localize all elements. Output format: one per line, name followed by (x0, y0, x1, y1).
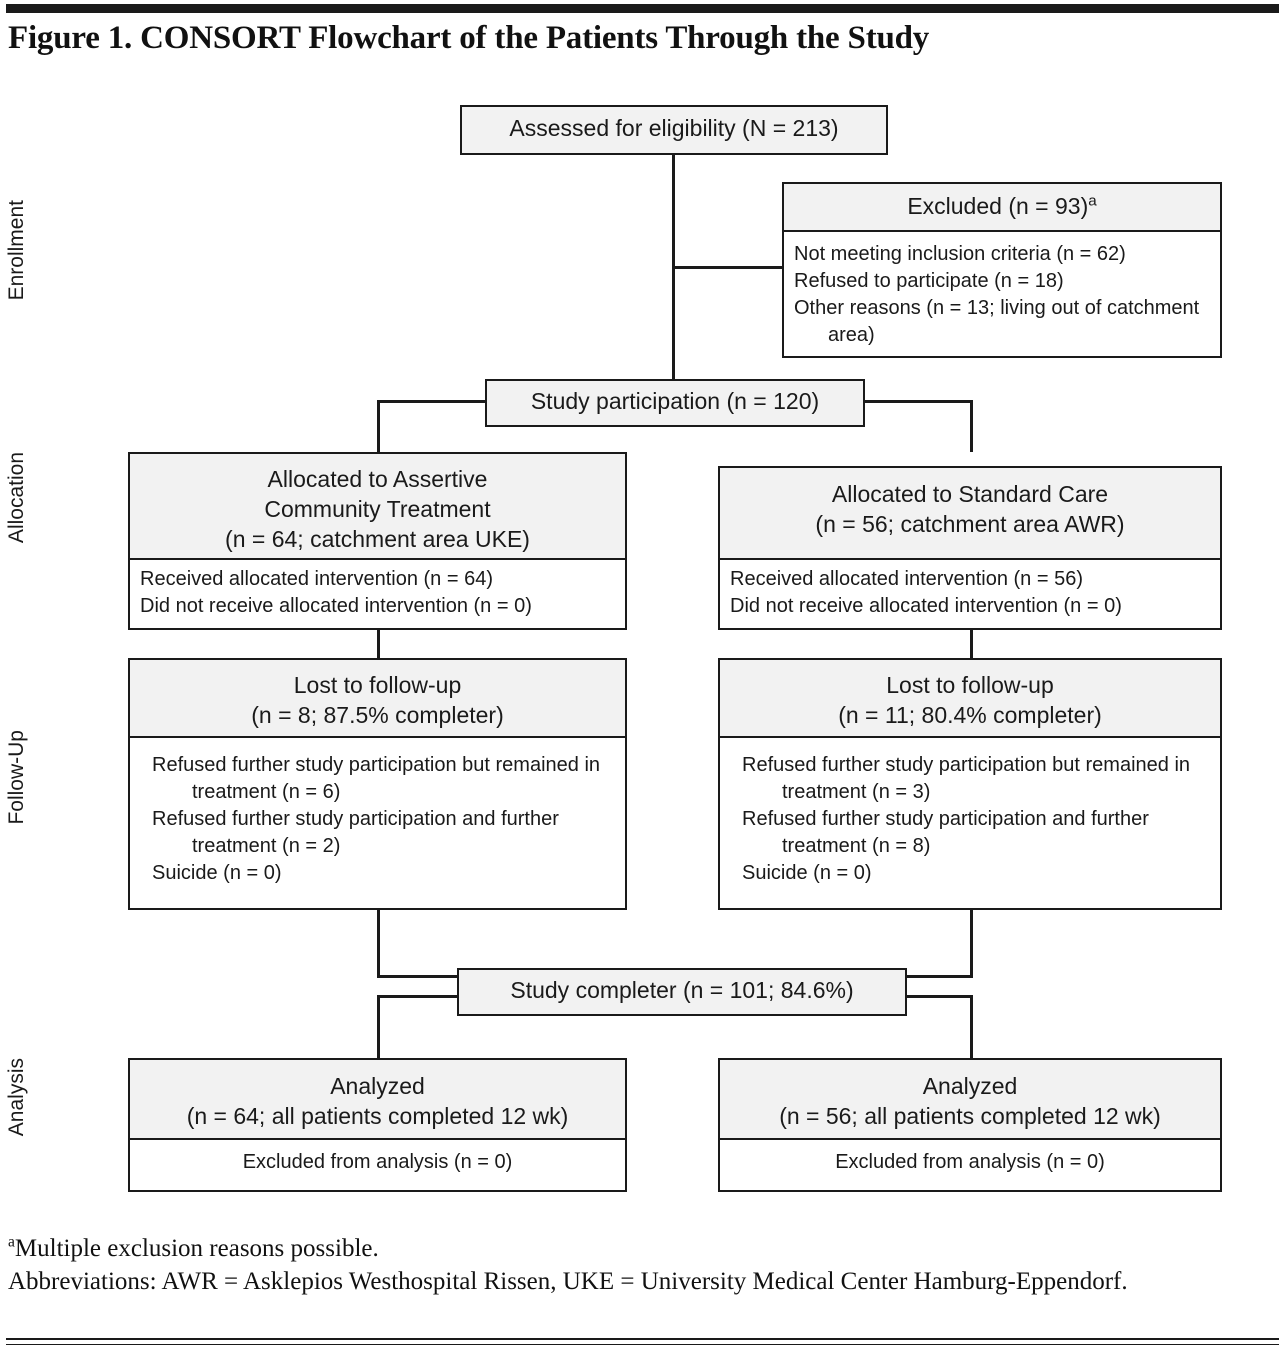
lost-sc-header-line-2: (n = 11; 80.4% completer) (838, 702, 1102, 728)
connector-participation-left-h (377, 400, 487, 403)
page-title: Figure 1. CONSORT Flowchart of the Patie… (8, 20, 930, 56)
lost-act-reason-3: Suicide (n = 0) (152, 862, 282, 884)
footnote-1-marker: a (8, 1233, 15, 1251)
node-excluded: Excluded (n = 93)a Not meeting inclusion… (782, 182, 1222, 358)
lost-act-reason-2: Refused further study participation and … (152, 808, 559, 857)
node-analyzed-sc-header: Analyzed (n = 56; all patients completed… (720, 1060, 1220, 1140)
node-lost-followup-sc: Lost to follow-up (n = 11; 80.4% complet… (718, 658, 1222, 910)
stage-label-analysis-text: Analysis (5, 1058, 28, 1137)
node-analyzed-act: Analyzed (n = 64; all patients completed… (128, 1058, 627, 1192)
node-lost-sc-header: Lost to follow-up (n = 11; 80.4% complet… (720, 660, 1220, 738)
node-allocated-act-header: Allocated to Assertive Community Treatme… (130, 454, 625, 560)
node-assessed-for-eligibility: Assessed for eligibility (N = 213) (460, 105, 888, 155)
bottom-rule (6, 1338, 1279, 1345)
node-excluded-body: Not meeting inclusion criteria (n = 62) … (784, 232, 1220, 356)
connector-alloc-sc-to-lost-sc (970, 630, 973, 660)
connector-participation-left-v (377, 400, 380, 452)
analyzed-sc-header-line-1: Analyzed (922, 1073, 1018, 1099)
connector-completer-left-v (377, 995, 380, 1058)
node-study-completer-header: Study completer (n = 101; 84.6%) (459, 970, 905, 1014)
allocated-act-header-line-1: Allocated to Assertive (267, 466, 488, 492)
allocated-act-body-line-2: Did not receive allocated intervention (… (140, 595, 532, 617)
allocated-sc-body-line-1: Received allocated intervention (n = 56) (730, 568, 1083, 590)
stage-label-enrollment: Enrollment (0, 200, 34, 368)
node-assessed-header: Assessed for eligibility (N = 213) (462, 107, 886, 153)
node-lost-act-header: Lost to follow-up (n = 8; 87.5% complete… (130, 660, 625, 738)
node-allocated-sc-body: Received allocated intervention (n = 56)… (720, 560, 1220, 628)
node-allocated-sc-header: Allocated to Standard Care (n = 56; catc… (720, 468, 1220, 560)
connector-lost-sc-down (970, 910, 973, 978)
node-lost-followup-act: Lost to follow-up (n = 8; 87.5% complete… (128, 658, 627, 910)
connector-assessed-to-excluded (672, 266, 784, 269)
lost-sc-reason-2: Refused further study participation and … (742, 808, 1149, 857)
footnote-1: aMultiple exclusion reasons possible. (8, 1232, 1258, 1265)
top-rule (6, 4, 1279, 13)
node-analyzed-act-header: Analyzed (n = 64; all patients completed… (130, 1060, 625, 1140)
stage-label-followup-text: Follow-Up (5, 730, 28, 825)
lost-sc-reason-1: Refused further study participation but … (742, 754, 1191, 803)
footnotes: aMultiple exclusion reasons possible. Ab… (8, 1232, 1258, 1298)
connector-completer-right-v (970, 995, 973, 1058)
connector-lost-act-down (377, 910, 380, 978)
footnote-marker-a: a (1088, 192, 1097, 210)
stage-label-followup: Follow-Up (0, 730, 34, 912)
analyzed-sc-header-line-2: (n = 56; all patients completed 12 wk) (779, 1103, 1161, 1129)
analyzed-act-header-line-1: Analyzed (330, 1073, 425, 1099)
connector-alloc-act-to-lost-act (377, 630, 380, 660)
node-study-participation: Study participation (n = 120) (485, 379, 865, 427)
connector-lost-act-to-completer (377, 975, 487, 978)
analyzed-act-header-line-2: (n = 64; all patients completed 12 wk) (186, 1103, 569, 1129)
connector-completer-right-h (863, 995, 973, 998)
allocated-sc-body-line-2: Did not receive allocated intervention (… (730, 595, 1122, 617)
node-analyzed-act-body: Excluded from analysis (n = 0) (130, 1140, 625, 1190)
lost-sc-reason-3: Suicide (n = 0) (742, 862, 872, 884)
allocated-act-header-line-2: Community Treatment (264, 496, 491, 522)
stage-label-allocation: Allocation (0, 452, 34, 632)
node-analyzed-sc-body: Excluded from analysis (n = 0) (720, 1140, 1220, 1190)
node-analyzed-sc: Analyzed (n = 56; all patients completed… (718, 1058, 1222, 1192)
node-excluded-header-text: Excluded (n = 93) (907, 193, 1089, 219)
excluded-reason-2: Refused to participate (n = 18) (794, 270, 1064, 292)
lost-act-reason-1: Refused further study participation but … (152, 754, 601, 803)
allocated-act-header-line-3: (n = 64; catchment area UKE) (225, 526, 530, 552)
lost-act-header-line-1: Lost to follow-up (293, 672, 462, 698)
allocated-sc-header-line-1: Allocated to Standard Care (831, 481, 1109, 507)
node-lost-act-body: Refused further study participation but … (130, 738, 625, 908)
lost-sc-header-line-1: Lost to follow-up (886, 672, 1054, 698)
excluded-reason-1: Not meeting inclusion criteria (n = 62) (794, 243, 1126, 265)
lost-act-header-line-2: (n = 8; 87.5% completer) (251, 702, 504, 728)
connector-participation-right-v (970, 400, 973, 452)
node-study-participation-header: Study participation (n = 120) (487, 381, 863, 425)
connector-completer-left-h (377, 995, 487, 998)
allocated-sc-header-line-2: (n = 56; catchment area AWR) (815, 511, 1125, 537)
node-lost-sc-body: Refused further study participation but … (720, 738, 1220, 908)
node-allocated-sc: Allocated to Standard Care (n = 56; catc… (718, 466, 1222, 630)
allocated-act-body-line-1: Received allocated intervention (n = 64) (140, 568, 493, 590)
node-allocated-act: Allocated to Assertive Community Treatme… (128, 452, 627, 630)
footnote-abbreviations: Abbreviations: AWR = Asklepios Westhospi… (8, 1268, 1128, 1295)
stage-label-analysis: Analysis (0, 1058, 34, 1198)
node-allocated-act-body: Received allocated intervention (n = 64)… (130, 560, 625, 628)
connector-participation-right-h (863, 400, 973, 403)
stage-label-enrollment-text: Enrollment (5, 200, 28, 301)
excluded-reason-3: Other reasons (n = 13; living out of cat… (794, 297, 1200, 346)
connector-lost-sc-to-completer (863, 975, 973, 978)
node-excluded-header: Excluded (n = 93)a (784, 184, 1220, 232)
stage-label-allocation-text: Allocation (5, 452, 28, 544)
footnote-1-text: Multiple exclusion reasons possible. (14, 1235, 379, 1262)
node-study-completer: Study completer (n = 101; 84.6%) (457, 968, 907, 1016)
